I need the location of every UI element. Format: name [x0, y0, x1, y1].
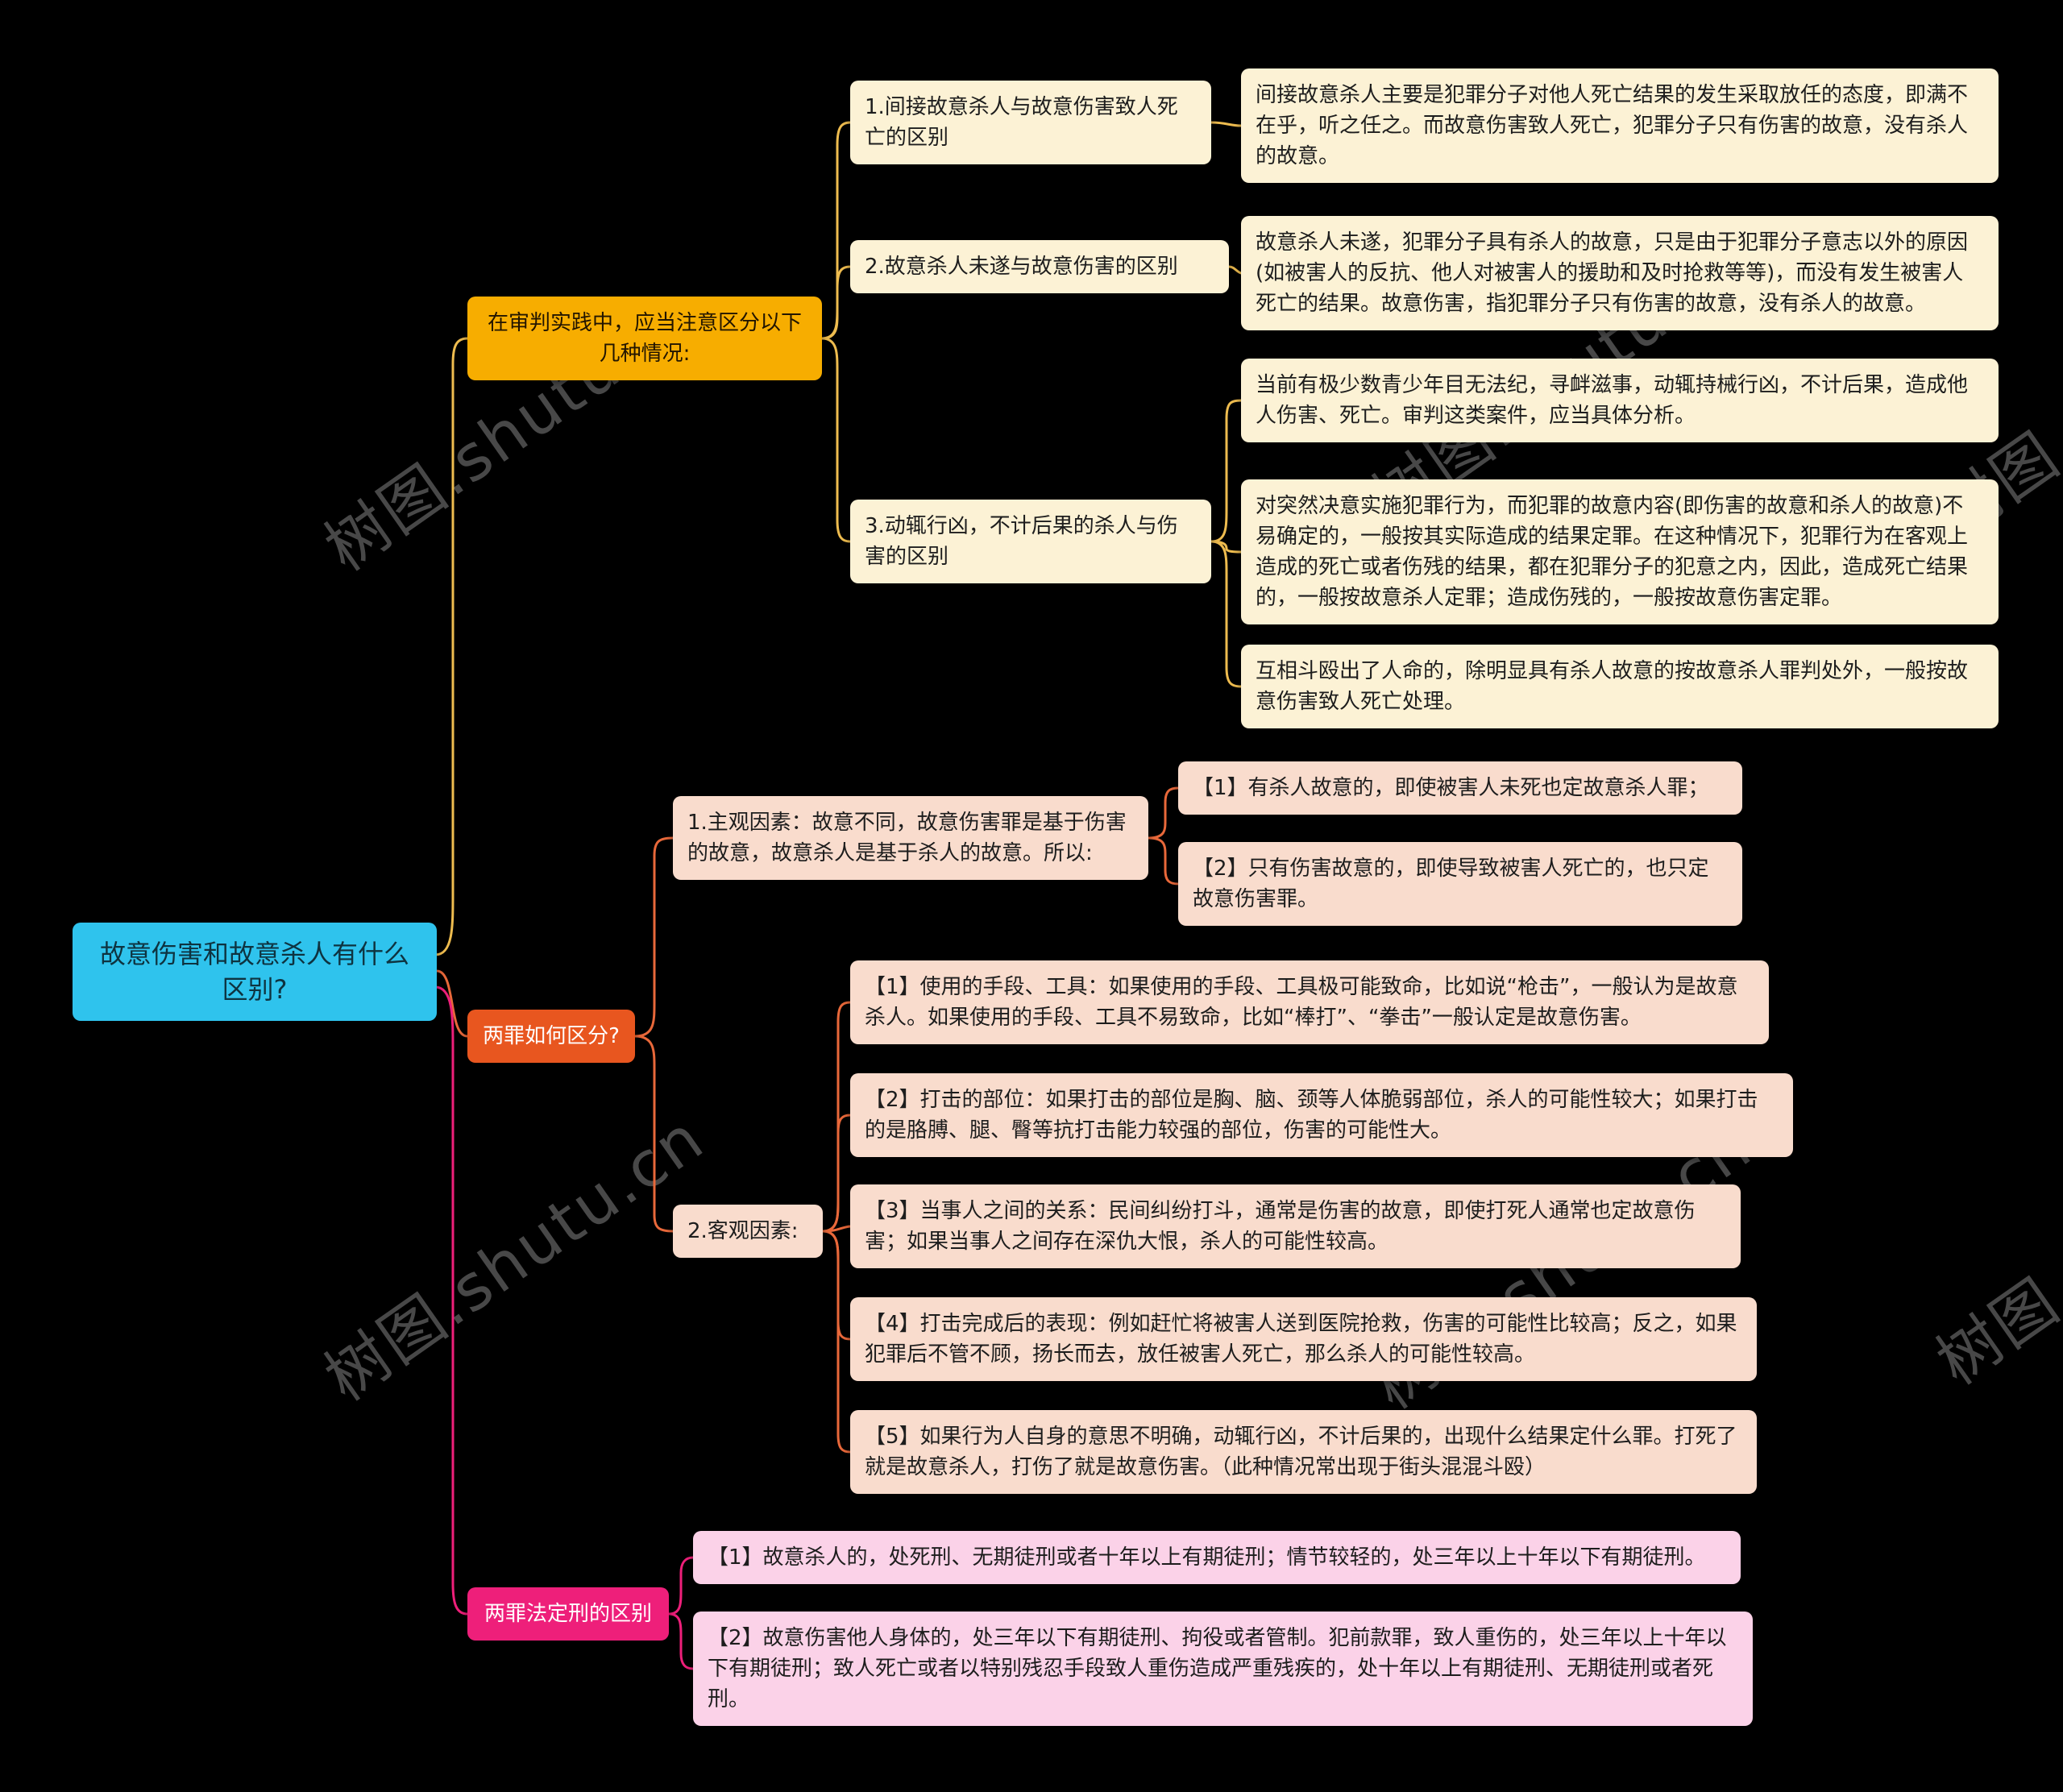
connector-subjective-leaf2	[1147, 836, 1180, 886]
branch1-node[interactable]: 在审判实践中，应当注意区分以下几种情况:	[467, 297, 822, 380]
branch2-child-subjective[interactable]: 1.主观因素：故意不同，故意伤害罪是基于伤害的故意，故意杀人是基于杀人的故意。所…	[673, 796, 1148, 880]
branch1-child-1[interactable]: 1.间接故意杀人与故意伤害致人死亡的区别	[850, 81, 1211, 164]
branch2-objective-leaf-5[interactable]: 【5】如果行为人自身的意思不明确，动辄行凶，不计后果的，出现什么结果定什么罪。打…	[850, 1410, 1757, 1494]
branch2-child-objective[interactable]: 2.客观因素:	[673, 1205, 823, 1258]
connector-child1-leaf	[1210, 121, 1243, 127]
branch1-child-3[interactable]: 3.动辄行凶，不计后果的杀人与伤害的区别	[850, 500, 1211, 583]
branch1-leaf-2-1[interactable]: 故意杀人未遂，犯罪分子具有杀人的故意，只是由于犯罪分子意志以外的原因(如被害人的…	[1241, 216, 1999, 330]
connector-subjective-leaf1	[1147, 786, 1180, 840]
branch3-leaf-1[interactable]: 【1】故意杀人的，处死刑、无期徒刑或者十年以上有期徒刑；情节较轻的，处三年以上十…	[693, 1531, 1741, 1584]
root-node[interactable]: 故意伤害和故意杀人有什么区别?	[73, 923, 437, 1021]
branch2-objective-leaf-3[interactable]: 【3】当事人之间的关系：民间纠纷打斗，通常是伤害的故意，即使打死人通常也定故意伤…	[850, 1184, 1741, 1268]
connector-branch2-child2	[633, 1035, 675, 1233]
connector-root-branch1	[434, 337, 469, 956]
branch3-node[interactable]: 两罪法定刑的区别	[467, 1587, 669, 1641]
connector-branch3-leaf2	[667, 1612, 695, 1670]
branch1-leaf-3-3[interactable]: 互相斗殴出了人命的，除明显具有杀人故意的按故意杀人罪判处外，一般按故意伤害致人死…	[1241, 645, 1999, 728]
connector-branch1-child2	[820, 265, 852, 340]
branch1-leaf-3-2[interactable]: 对突然决意实施犯罪行为，而犯罪的故意内容(即伤害的故意和杀人的故意)不易确定的，…	[1241, 479, 1999, 624]
branch1-leaf-1-1[interactable]: 间接故意杀人主要是犯罪分子对他人死亡结果的发生采取放任的态度，即满不在乎，听之任…	[1241, 68, 1999, 183]
connector-branch3-leaf1	[667, 1556, 695, 1616]
branch2-objective-leaf-1[interactable]: 【1】使用的手段、工具：如果使用的手段、工具极可能致命，比如说“枪击”，一般认为…	[850, 960, 1769, 1044]
branch2-objective-leaf-2[interactable]: 【2】打击的部位：如果打击的部位是胸、脑、颈等人体脆弱部位，杀人的可能性较大；如…	[850, 1073, 1793, 1157]
branch2-subjective-leaf-2[interactable]: 【2】只有伤害故意的，即使导致被害人死亡的，也只定故意伤害罪。	[1178, 842, 1742, 926]
branch1-leaf-3-1[interactable]: 当前有极少数青少年目无法纪，寻衅滋事，动辄持械行凶，不计后果，造成他人伤害、死亡…	[1241, 359, 1999, 442]
connector-child3-leaf3	[1210, 540, 1243, 688]
connector-branch2-child1	[633, 836, 675, 1038]
connector-root-branch3	[434, 985, 469, 1616]
connector-objective-leaf2	[821, 1114, 852, 1233]
branch2-objective-leaf-4[interactable]: 【4】打击完成后的表现：例如赶忙将被害人送到医院抢救，伤害的可能性比较高；反之，…	[850, 1297, 1757, 1381]
branch3-leaf-2[interactable]: 【2】故意伤害他人身体的，处三年以下有期徒刑、拘役或者管制。犯前款罪，致人重伤的…	[693, 1612, 1753, 1726]
branch2-node[interactable]: 两罪如何区分?	[467, 1010, 635, 1063]
connector-root-branch2	[435, 969, 469, 1038]
connector-child2-leaf	[1227, 265, 1243, 275]
connector-objective-leaf5	[821, 1230, 852, 1454]
connector-child3-leaf1	[1210, 399, 1243, 543]
branch1-child-2[interactable]: 2.故意杀人未遂与故意伤害的区别	[850, 240, 1229, 293]
connector-branch1-child3	[820, 337, 852, 543]
connector-child3-leaf2	[1210, 540, 1243, 554]
branch2-subjective-leaf-1[interactable]: 【1】有杀人故意的，即使被害人未死也定故意杀人罪；	[1178, 761, 1742, 815]
